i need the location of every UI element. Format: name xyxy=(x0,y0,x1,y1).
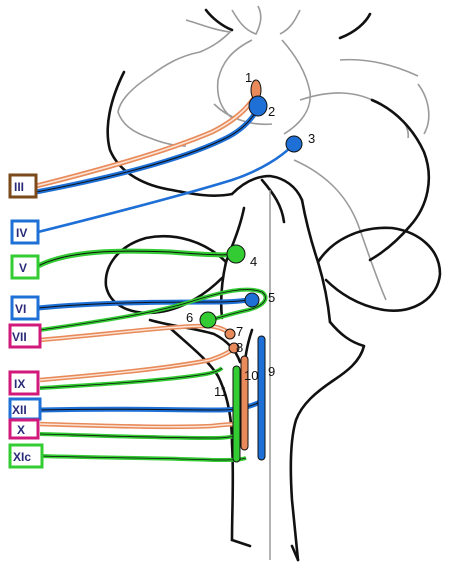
nucleus-number-7: 7 xyxy=(236,324,243,339)
nerve-label-vi-text: VI xyxy=(15,302,26,316)
nerve-label-xii: XII xyxy=(10,399,40,419)
nucleus-number-2: 2 xyxy=(268,104,275,119)
nucleus-number-11: 11 xyxy=(214,384,228,399)
nucleus-number-6: 6 xyxy=(186,310,193,325)
nucleus-number-4: 4 xyxy=(250,254,257,269)
nerve-v-fiber xyxy=(38,251,236,266)
nerve-label-vii-text: VII xyxy=(12,330,27,344)
nerve-label-ix: IX xyxy=(10,372,38,394)
nucleus-number-8: 8 xyxy=(236,340,243,355)
nucleus-7 xyxy=(225,329,235,339)
nerve-label-v-text: V xyxy=(19,261,27,275)
nerve-label-iv-text: IV xyxy=(16,226,27,240)
nucleus-4 xyxy=(227,245,245,263)
brainstem-outline xyxy=(106,10,440,560)
nerve-label-iii: III xyxy=(10,175,36,197)
nucleus-9 xyxy=(258,336,265,460)
nerve-label-x: X xyxy=(10,420,38,438)
nucleus-number-10: 10 xyxy=(244,368,258,383)
nerve-label-xic-text: XIc xyxy=(13,450,31,464)
nerve-label-xii-text: XII xyxy=(12,403,27,417)
nerve-label-vi: VI xyxy=(12,297,38,319)
nucleus-number-5: 5 xyxy=(268,290,275,305)
nucleus-11 xyxy=(233,366,240,462)
nucleus-number-1: 1 xyxy=(245,70,252,85)
nucleus-6 xyxy=(200,312,216,328)
nerve-vi-fiber xyxy=(38,300,252,308)
nucleus-3 xyxy=(286,136,302,152)
faint-brain-outline xyxy=(118,6,429,300)
nerve-vii-green-fiber xyxy=(40,290,266,330)
nerve-label-v: V xyxy=(12,256,38,278)
nerve-label-ix-text: IX xyxy=(14,377,25,391)
nerve-label-x-text: X xyxy=(17,423,25,437)
nerve-label-iii-text: III xyxy=(14,180,24,194)
nerve-label-iv: IV xyxy=(12,221,38,243)
nerve-label-vii: VII xyxy=(10,325,40,347)
nucleus-5 xyxy=(245,293,259,307)
nucleus-number-9: 9 xyxy=(268,364,275,379)
nucleus-2 xyxy=(249,96,267,116)
nerve-label-xic: XIc xyxy=(10,445,42,467)
nucleus-number-3: 3 xyxy=(308,131,315,146)
